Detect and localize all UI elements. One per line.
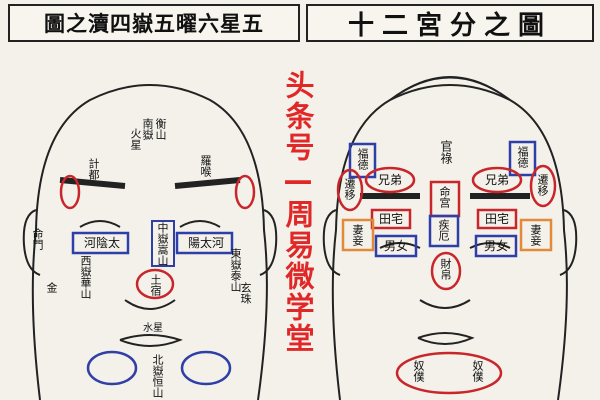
left-label-top-center-a: 南嶽: [142, 118, 153, 140]
left-label-nose: 中嶽嵩山: [157, 222, 168, 266]
watermark-text: 头条号—周易微学堂: [283, 70, 312, 354]
right-label-illness: 疾厄: [438, 219, 449, 241]
left-label-left-low: 金: [46, 282, 57, 293]
left-face-blue-ring-right-jaw: [182, 352, 230, 384]
left-label-mouth-top: 水星: [143, 324, 163, 334]
right-face-mouth: [418, 333, 472, 344]
right-label-left-siblings: 兄弟: [378, 174, 402, 186]
left-label-nose-tip: 土宿: [150, 274, 161, 296]
right-label-right-children: 男女: [484, 240, 508, 252]
left-label-left-cheek: 西嶽華山: [80, 255, 91, 299]
left-label-left-ear: 命門: [32, 228, 43, 250]
right-label-left-field: 田宅: [379, 213, 403, 225]
left-face-left-eye: [80, 221, 120, 227]
left-label-top-center-c: 火星: [130, 128, 141, 150]
right-face-left-ear: [324, 210, 340, 275]
right-label-right-spouse: 妻妾: [530, 224, 541, 246]
right-label-right-siblings: 兄弟: [485, 174, 509, 186]
right-label-left-spouse: 妻妾: [352, 224, 363, 246]
left-label-chin: 北嶽恒山: [152, 354, 163, 398]
right-label-left-children: 男女: [384, 240, 408, 252]
right-label-right-fortune: 福德: [517, 146, 528, 168]
left-label-left-eye-box: 河陰太: [84, 237, 120, 249]
left-label-left-brow: 計都: [88, 158, 99, 180]
left-label-top-center-b: 衡山: [155, 118, 166, 140]
left-label-right-eye-box: 陽太河: [188, 237, 224, 249]
left-face-blue-ring-left-jaw: [88, 352, 136, 384]
left-label-right-brow: 羅喉: [200, 155, 211, 177]
right-label-left-fortune: 福德: [357, 148, 368, 170]
left-face-left-brow: [60, 180, 125, 186]
left-face-right-eye: [180, 221, 220, 227]
right-label-left-servant: 奴僕: [413, 360, 424, 382]
left-face-mouth: [120, 335, 180, 346]
left-label-right-low: 玄珠: [240, 282, 251, 304]
right-label-right-field: 田宅: [485, 213, 509, 225]
right-label-right-travel: 遷移: [537, 174, 548, 196]
left-face-right-brow: [175, 180, 240, 186]
right-label-wealth: 財帛: [440, 258, 451, 280]
left-face-red-ring-right-temple: [236, 176, 254, 208]
right-label-life-palace: 命宫: [439, 186, 450, 208]
right-face-right-ear: [560, 210, 576, 275]
right-label-right-servant: 奴僕: [472, 360, 483, 382]
left-face-nose-base: [125, 300, 175, 309]
right-label-forehead: 官祿: [440, 140, 452, 164]
right-face-nose-base: [420, 300, 470, 308]
left-face-right-ear: [260, 210, 276, 275]
right-label-left-travel: 遷移: [344, 178, 355, 200]
